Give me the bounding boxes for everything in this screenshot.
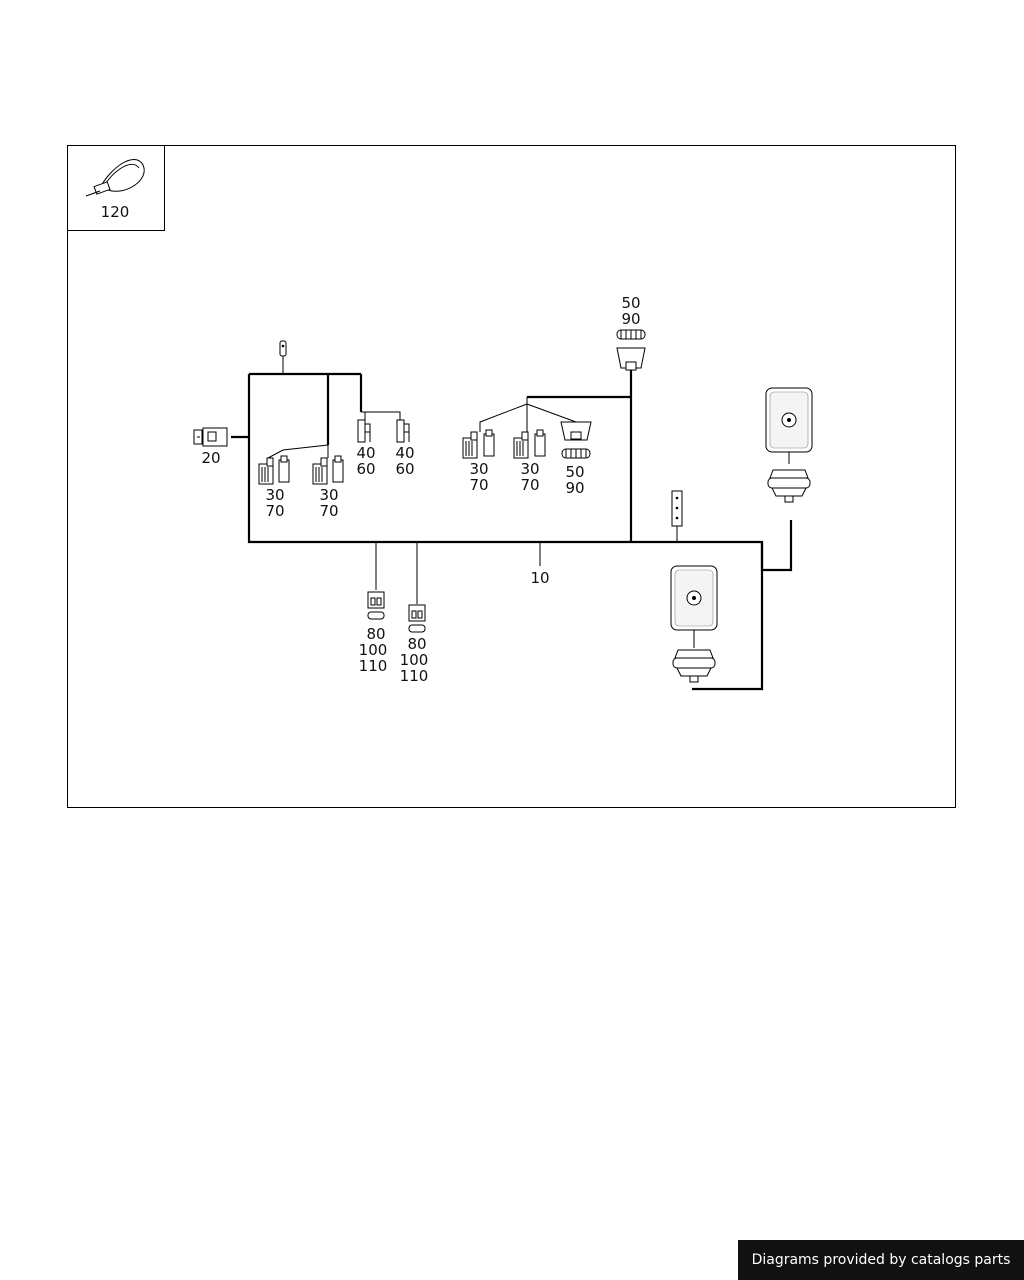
label-70: 70 — [265, 502, 284, 520]
label-100: 100 — [359, 641, 388, 659]
label-70: 70 — [520, 476, 539, 494]
label-80: 80 — [407, 635, 426, 653]
connector-20-icon — [193, 427, 228, 447]
plug-connector-icon — [560, 421, 592, 459]
terminal-pair-icon — [357, 419, 371, 443]
terminal-pair-icon — [396, 419, 410, 443]
terminal-pair-icon — [462, 429, 495, 459]
label-20: 20 — [201, 449, 220, 467]
small-terminal-icon — [279, 340, 287, 357]
label-10: 10 — [530, 569, 549, 587]
plug-connector-icon — [616, 329, 646, 371]
socket-connector-icon — [367, 591, 385, 620]
tail-lamp-icon — [765, 387, 813, 503]
inset-label: 120 — [101, 203, 130, 221]
diagram-frame — [67, 145, 956, 808]
terminal-strip-icon — [671, 490, 683, 527]
label-30: 30 — [520, 460, 539, 478]
label-90: 90 — [621, 310, 640, 328]
label-60: 60 — [395, 460, 414, 478]
branch-wires — [267, 356, 678, 604]
label-100: 100 — [400, 651, 429, 669]
main-harness — [231, 370, 793, 691]
label-60: 60 — [356, 460, 375, 478]
label-30: 30 — [469, 460, 488, 478]
label-110: 110 — [359, 657, 388, 675]
terminal-pair-icon — [258, 455, 290, 485]
inset-box: 120 — [67, 145, 165, 231]
cable-tie-icon — [85, 159, 145, 197]
tail-lamp-icon — [670, 565, 718, 683]
terminal-pair-icon — [513, 429, 546, 459]
label-90: 90 — [565, 479, 584, 497]
label-50: 50 — [621, 294, 640, 312]
label-30: 30 — [265, 486, 284, 504]
label-40: 40 — [395, 444, 414, 462]
label-70: 70 — [469, 476, 488, 494]
label-70: 70 — [319, 502, 338, 520]
label-40: 40 — [356, 444, 375, 462]
label-30: 30 — [319, 486, 338, 504]
terminal-pair-icon — [312, 455, 344, 485]
label-110: 110 — [400, 667, 429, 685]
socket-connector-icon — [408, 604, 426, 633]
label-80: 80 — [366, 625, 385, 643]
attribution-footer: Diagrams provided by catalogs parts — [738, 1240, 1024, 1280]
label-50: 50 — [565, 463, 584, 481]
